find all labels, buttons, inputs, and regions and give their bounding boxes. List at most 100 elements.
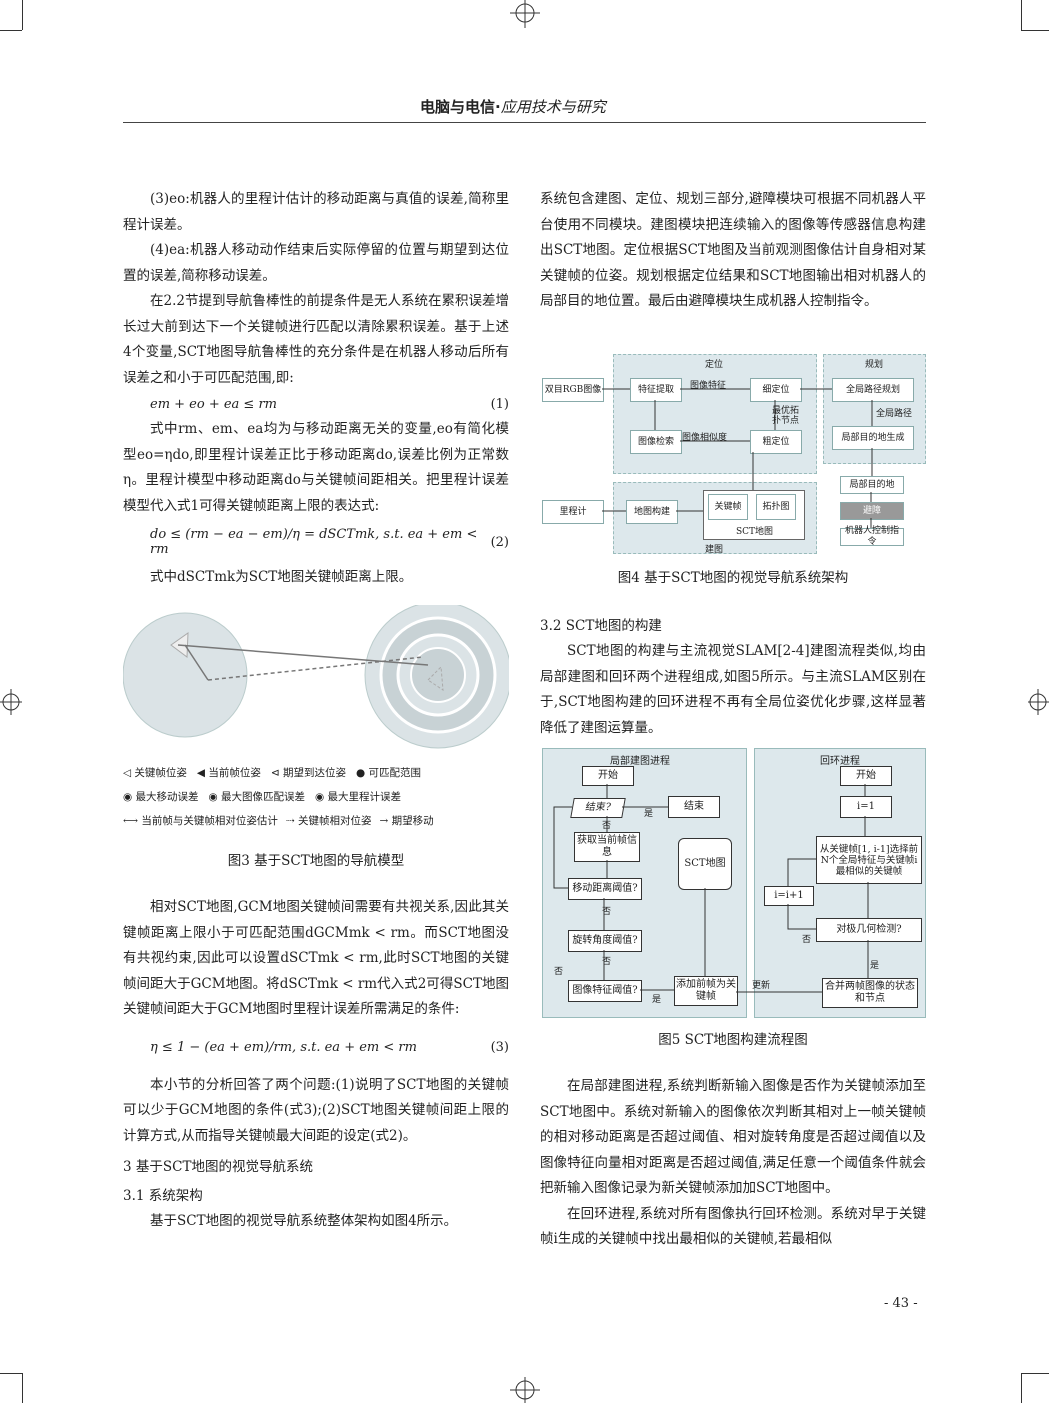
relative-pose-arrow (184, 644, 209, 681)
merge-box: 合并两帧图像的状态和节点 (822, 978, 918, 1008)
paragraph: 式中dSCTmk为SCT地图关键帧距离上限。 (150, 569, 413, 585)
panel-label: 规划 (865, 360, 884, 370)
i-init-box: i=1 (840, 796, 892, 818)
registration-mark (1028, 689, 1049, 715)
legend-item: ◁ 关键帧位姿 (123, 767, 187, 779)
header-rule (123, 122, 926, 123)
subsection-heading: 3.1 系统架构 (123, 1188, 203, 1204)
paragraph: 相对SCT地图,GCM地图关键帧间需要有共视关系,因此其关键帧距离上限小于可匹配… (123, 899, 509, 1017)
local-dest-gen-box: 局部目的地生成 (832, 426, 914, 450)
no-label: 否 (802, 935, 812, 945)
equation-1: em + eo + ea ≤ rm(1) (150, 396, 509, 412)
get-frame-box: 获取当前帧信息 (574, 832, 640, 862)
move-threshold-decision: 移动距离阈值? (568, 878, 642, 900)
left-column: (3)eo:机器人的里程计估计的移动距离与真值的误差,简称里程计误差。 (4)e… (123, 187, 509, 591)
panel-label: 定位 (705, 360, 724, 370)
obstacle-avoid-box: 避障 (840, 502, 904, 520)
epipolar-check-decision: 对极几何检测? (816, 918, 922, 942)
figure-3-legend: ◁ 关键帧位姿 ◀ 当前帧位姿 ⊲ 期望到达位姿 ● 可匹配范围 ◉ 最大移动误… (123, 761, 509, 833)
sct-map-label: SCT地图 (736, 527, 774, 537)
figure-5: 局部建图进程 回环进程 开始 结束? 是 结束 否 获取当前帧信息 SCT地图 … (540, 748, 926, 1048)
legend-item: ⊲ 期望到达位姿 (270, 767, 346, 779)
start-box: 开始 (582, 766, 634, 786)
section-name: 应用技术与研究 (500, 98, 606, 116)
crop-mark (22, 1373, 23, 1403)
crop-mark (1021, 1373, 1022, 1403)
i-increment-box: i=i+1 (764, 886, 814, 906)
journal-name: 电脑与电信 (420, 98, 496, 116)
paragraph: (4)ea:机器人移动动作结束后实际停留的位置与期望到达位置的误差,简称移动误差… (123, 242, 509, 284)
page-number: - 43 - (884, 1296, 918, 1311)
panel-label: 局部建图进程 (610, 756, 670, 767)
crop-mark (0, 30, 22, 31)
paragraph: (3)eo:机器人的里程计估计的移动距离与真值的误差,简称里程计误差。 (123, 191, 509, 233)
navigation-model-diagram (122, 601, 512, 749)
figure-3-caption: 图3 基于SCT地图的导航模型 (227, 853, 405, 869)
paragraph: SCT地图的构建与主流视觉SLAM[2-4]建图流程类似,均由局部建图和回环两个… (540, 643, 926, 736)
feature-extract-box: 特征提取 (630, 378, 682, 402)
paragraph: 本小节的分析回答了两个问题:(1)说明了SCT地图的关键帧可以少于GCM地图的条… (123, 1076, 509, 1144)
crop-mark (1021, 0, 1022, 30)
section-heading: 3 基于SCT地图的视觉导航系统 (123, 1159, 313, 1175)
legend-item: → 期望移动 (379, 815, 434, 827)
legend-item: ⟷ 当前帧与关键帧相对位姿估计 (123, 815, 278, 827)
left-column-lower: 相对SCT地图,GCM地图关键帧间需要有共视关系,因此其关键帧距离上限小于可匹配… (123, 895, 509, 1235)
map-building-box: 地图构建 (626, 500, 678, 524)
equation-2: do ≤ (rm − ea − em)/η = dSCTmk, s.t. ea … (150, 527, 509, 557)
keyframe-box: 关键帧 (708, 494, 748, 520)
coarse-localization-box: 粗定位 (750, 430, 802, 454)
yes-label: 是 (652, 995, 662, 1005)
yes-label: 是 (644, 809, 654, 819)
edge-label: 图像特征 (690, 381, 727, 391)
rotation-threshold-decision: 旋转角度阈值? (568, 930, 642, 952)
subsection-heading: 3.2 SCT地图的构建 (540, 618, 662, 634)
edge-label: 全局路径 (876, 409, 913, 419)
paragraph: 基于SCT地图的视觉导航系统整体架构如图4所示。 (150, 1213, 458, 1229)
figure-4: 定位 规划 建图 双目RGB图像 特征提取 图像特征 细定位 最优拓扑节点 图像… (540, 354, 926, 586)
registration-mark (510, 0, 540, 28)
crop-mark (22, 0, 23, 30)
panel-label: 回环进程 (820, 756, 860, 767)
legend-item: ◉ 最大图像匹配误差 (208, 791, 306, 803)
no-label: 否 (602, 907, 612, 917)
local-dest-box: 局部目的地 (840, 476, 904, 494)
edge-label: 图像相似度 (682, 433, 728, 443)
right-column-lower: 在局部建图进程,系统判断新输入图像是否作为关键帧添加至SCT地图中。系统对新输入… (540, 1074, 926, 1253)
figure-4-arrows (602, 388, 873, 528)
loop-start-box: 开始 (840, 766, 892, 786)
image-retrieval-box: 图像检索 (630, 430, 682, 454)
feature-threshold-decision: 图像特征阈值? (568, 980, 642, 1002)
figure-5-caption: 图5 SCT地图构建流程图 (658, 1032, 808, 1048)
registration-mark (510, 1377, 540, 1403)
add-keyframe-box: 添加前帧为关键帧 (674, 976, 738, 1006)
paragraph: 在回环进程,系统对所有图像执行回环检测。系统对早于关键帧i生成的关键帧中找出最相… (540, 1205, 926, 1248)
yes-label: 是 (870, 961, 880, 971)
global-path-box: 全局路径规划 (832, 378, 914, 402)
odometry-box: 里程计 (542, 500, 604, 524)
right-column-mid: 3.2 SCT地图的构建 SCT地图的构建与主流视觉SLAM[2-4]建图流程类… (540, 614, 926, 741)
relative-pose-arrow (177, 644, 429, 666)
matchable-range (122, 612, 248, 738)
update-label: 更新 (752, 981, 771, 991)
figure-4-caption: 图4 基于SCT地图的视觉导航系统架构 (617, 570, 849, 586)
crop-mark (0, 1373, 22, 1374)
legend-item: ◉ 最大移动误差 (123, 791, 199, 803)
end-box: 结束 (668, 796, 720, 818)
no-label: 否 (554, 967, 564, 977)
paragraph: 在局部建图进程,系统判断新输入图像是否作为关键帧添加至SCT地图中。系统对新输入… (540, 1078, 926, 1196)
paragraph: 系统包含建图、定位、规划三部分,避障模块可根据不同机器人平台使用不同模块。建图模… (540, 191, 926, 309)
edge-label: 最优拓扑节点 (772, 406, 800, 426)
localization-panel (613, 354, 817, 474)
no-label: 否 (602, 957, 612, 967)
control-cmd-box: 机器人控制指令 (840, 526, 904, 547)
equation-3: η ≤ 1 − (ea + em)/rm, s.t. ea + em < rm(… (150, 1040, 509, 1055)
max-move-error (410, 647, 466, 703)
legend-item: ● 可匹配范围 (355, 767, 421, 779)
paragraph: 在2.2节提到导航鲁棒性的前提条件是无人系统在累积误差增长过大前到达下一个关键帧… (123, 293, 509, 386)
crop-mark (1021, 30, 1049, 31)
paragraph: 式中rm、em、ea均为与移动距离无关的变量,eo有简化模型eo=ηdo,即里程… (123, 421, 509, 514)
expected-pose-marker (427, 665, 444, 691)
topology-box: 拓扑图 (756, 494, 796, 520)
legend-item: ⇢ 关键帧相对位姿 (285, 815, 372, 827)
keyframe-relative-arrow (207, 656, 424, 681)
